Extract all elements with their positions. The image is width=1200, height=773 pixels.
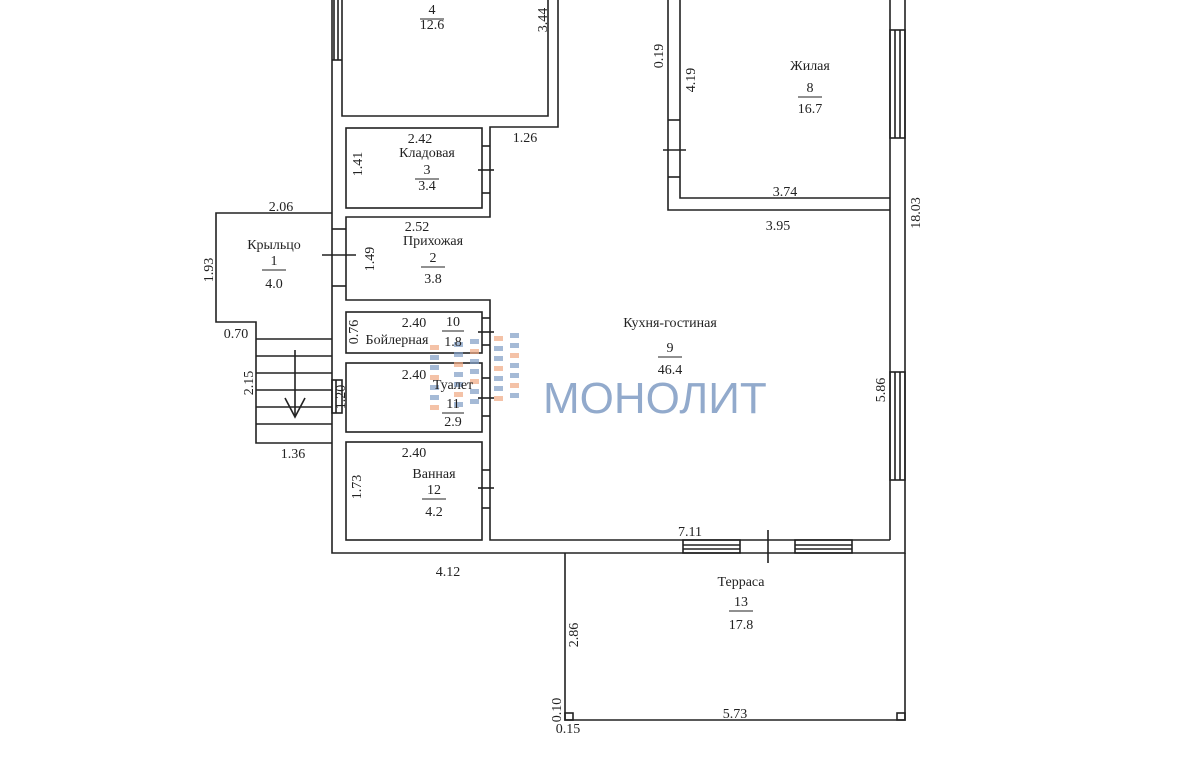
room-label: 2.9 xyxy=(444,415,462,430)
dimension-label: 0.15 xyxy=(556,722,581,737)
logo-mark xyxy=(454,382,463,387)
logo-mark xyxy=(510,353,519,358)
logo-mark xyxy=(470,389,479,394)
room-label: 12 xyxy=(427,483,441,498)
room-label: Кухня-гостиная xyxy=(623,316,717,331)
room-label: 17.8 xyxy=(729,618,754,633)
dimension-label: 2.40 xyxy=(402,316,427,331)
room-label: 4.2 xyxy=(425,505,443,520)
dimension-label: 5.86 xyxy=(874,378,889,403)
dimension-label: 2.42 xyxy=(408,132,433,147)
logo-mark xyxy=(470,369,479,374)
dimension-labels: 3.44 2.42 1.26 1.41 2.06 2.52 1.93 1.49 0.70 2.40… xyxy=(202,8,924,737)
logo-mark xyxy=(454,362,463,367)
logo-mark xyxy=(454,402,463,407)
room-label: 3.4 xyxy=(418,179,436,194)
room-label: 4.0 xyxy=(265,277,283,292)
dimension-label: 18.03 xyxy=(909,197,924,229)
logo-mark xyxy=(454,372,463,377)
logo-mark xyxy=(510,393,519,398)
logo-mark xyxy=(454,342,463,347)
dimension-label: 1.41 xyxy=(351,152,366,177)
dimension-label: 1.49 xyxy=(363,247,378,272)
dimension-label: 1.73 xyxy=(350,475,365,500)
dimension-label: 1.20 xyxy=(334,385,349,410)
room-label: Ванная xyxy=(412,467,456,482)
dimension-label: 4.12 xyxy=(436,565,461,580)
room-label: 12.6 xyxy=(420,18,445,33)
room-label: Жилая xyxy=(790,59,830,74)
room-label: Терраса xyxy=(717,575,765,590)
logo-mark xyxy=(430,355,439,360)
logo-mark xyxy=(510,343,519,348)
room-label: Прихожая xyxy=(403,234,464,249)
doors-windows xyxy=(322,29,906,563)
logo-mark xyxy=(454,352,463,357)
stairs xyxy=(256,338,332,425)
room-label: 1 xyxy=(271,254,278,269)
logo-mark xyxy=(430,375,439,380)
dimension-label: 2.06 xyxy=(269,200,294,215)
logo-mark xyxy=(430,365,439,370)
dimension-label: 1.26 xyxy=(513,131,538,146)
logo-mark xyxy=(510,363,519,368)
dimension-label: 3.44 xyxy=(536,8,551,33)
logo-mark xyxy=(494,346,503,351)
room-label: Бойлерная xyxy=(366,333,429,348)
logo-mark xyxy=(470,379,479,384)
watermark-text: МОНОЛИТ xyxy=(543,374,767,423)
room-label: 9 xyxy=(667,341,674,356)
logo-mark xyxy=(470,339,479,344)
dimension-label: 2.86 xyxy=(567,623,582,648)
logo-mark xyxy=(430,405,439,410)
room-label: 4 xyxy=(429,3,436,18)
logo-mark xyxy=(494,376,503,381)
room-label: 3.8 xyxy=(424,272,442,287)
logo-mark xyxy=(470,349,479,354)
room-label: Туалет xyxy=(433,378,473,393)
dimension-label: 0.70 xyxy=(224,327,249,342)
logo-mark xyxy=(470,399,479,404)
dimension-label: 4.19 xyxy=(684,68,699,93)
room-label: 16.7 xyxy=(798,102,823,117)
dimension-label: 7.11 xyxy=(678,525,702,540)
dimension-label: 0.76 xyxy=(347,320,362,345)
logo-mark xyxy=(510,333,519,338)
logo-mark xyxy=(454,392,463,397)
logo-mark xyxy=(510,383,519,388)
dimension-label: 0.10 xyxy=(550,698,565,723)
room-label: 2 xyxy=(430,251,437,266)
room-label: 11 xyxy=(446,397,459,412)
logo-mark xyxy=(494,366,503,371)
room-label: 13 xyxy=(734,595,748,610)
dimension-label: 2.40 xyxy=(402,368,427,383)
dimension-label: 1.36 xyxy=(281,447,306,462)
logo-mark xyxy=(430,345,439,350)
dimension-label: 5.73 xyxy=(723,707,748,722)
logo-mark xyxy=(470,359,479,364)
room-label: 3 xyxy=(424,163,431,178)
watermark xyxy=(430,333,519,410)
room-label: 8 xyxy=(807,81,814,96)
logo-mark xyxy=(494,356,503,361)
room-label: 46.4 xyxy=(658,363,683,378)
logo-mark xyxy=(430,385,439,390)
dimension-label: 2.52 xyxy=(405,220,430,235)
logo-mark xyxy=(494,336,503,341)
room-label: 10 xyxy=(446,315,460,330)
dimension-label: 2.40 xyxy=(402,446,427,461)
logo-mark xyxy=(430,395,439,400)
dimension-label: 3.95 xyxy=(766,219,791,234)
dimension-label: 2.15 xyxy=(242,371,257,396)
room-label: Крыльцо xyxy=(247,238,301,253)
room-label: 1.8 xyxy=(444,335,462,350)
logo-mark xyxy=(510,373,519,378)
logo-mark xyxy=(494,386,503,391)
dimension-label: 1.93 xyxy=(202,258,217,283)
logo-mark xyxy=(494,396,503,401)
dimension-label: 3.74 xyxy=(773,185,798,200)
dimension-label: 0.19 xyxy=(652,44,667,69)
room-label: Кладовая xyxy=(399,146,455,161)
